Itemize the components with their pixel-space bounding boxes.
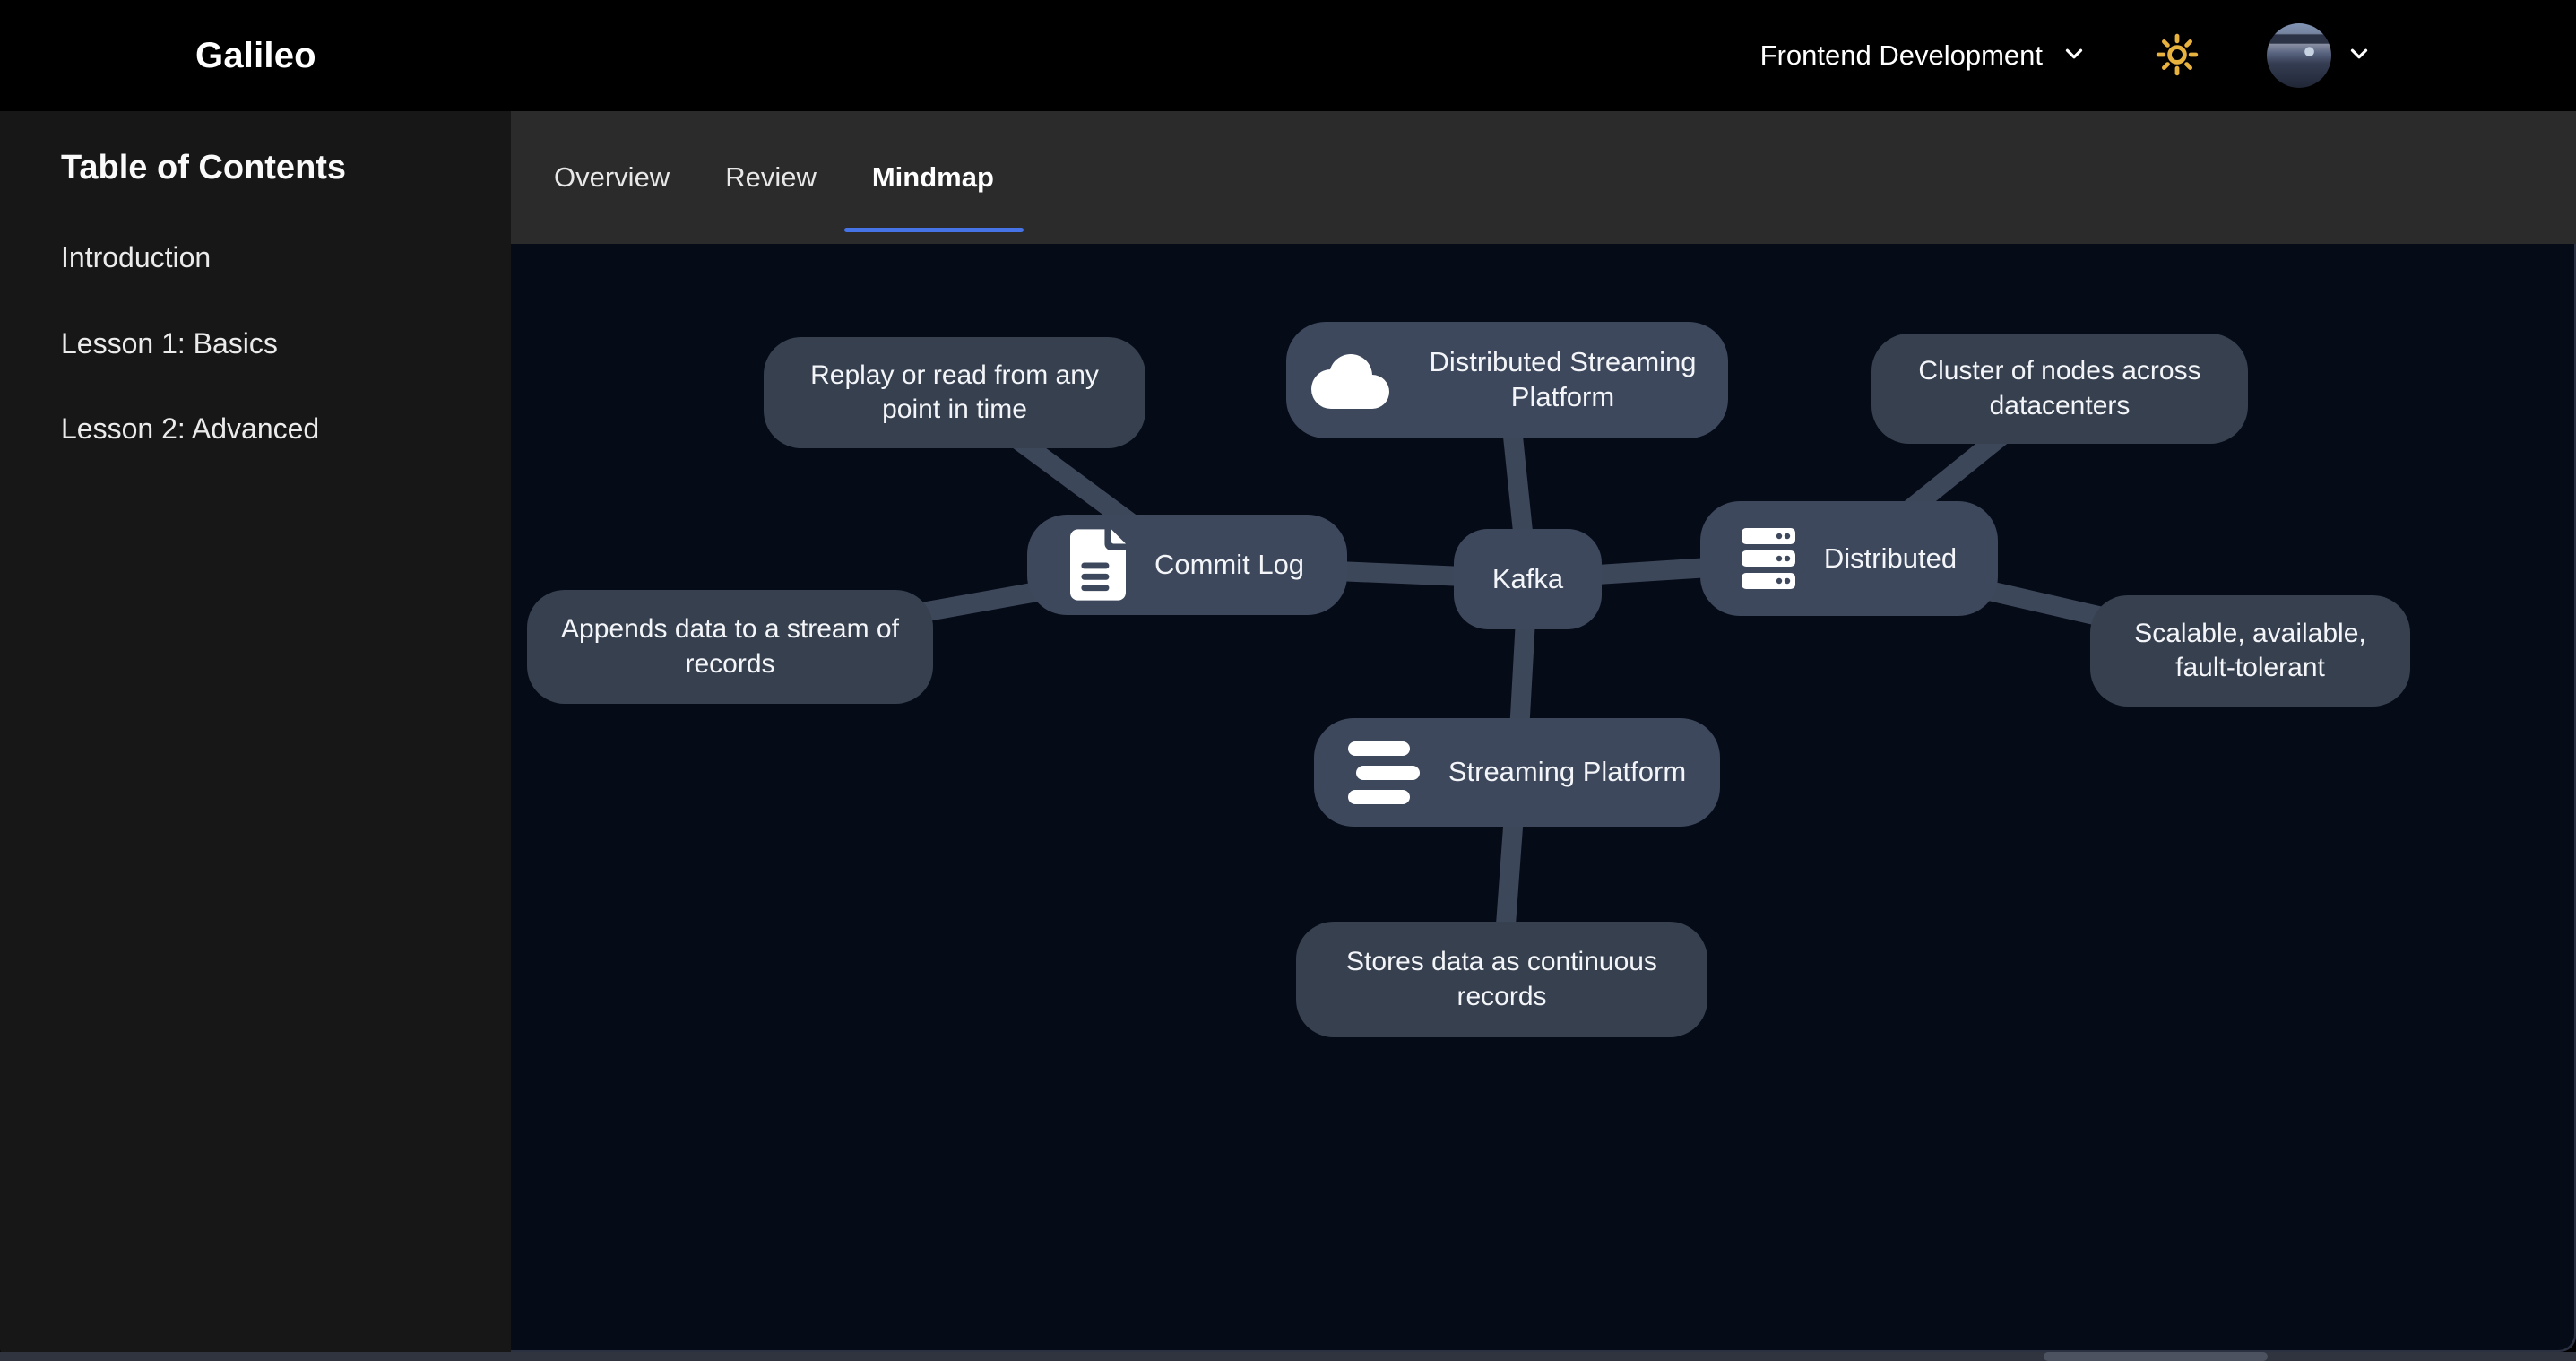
app-logo: Galileo (195, 35, 316, 75)
content-tabbar: Overview Review Mindmap (511, 111, 2576, 244)
mindmap-node-label: Distributed Streaming Platform (1429, 346, 1697, 412)
sidebar-item-introduction[interactable]: Introduction (61, 241, 212, 273)
tab-review[interactable]: Review (725, 161, 817, 193)
mindmap-node-streaming-platform[interactable]: Streaming Platform (1314, 718, 1720, 827)
mindmap-node-label: Kafka (1491, 563, 1564, 594)
stream-lines-icon (1347, 741, 1420, 804)
mindmap-node-label: Appends data to a stream of records (561, 614, 899, 679)
mindmap-node-label: Streaming Platform (1448, 756, 1687, 788)
mindmap-node-cluster[interactable]: Cluster of nodes across datacenters (1871, 334, 2248, 444)
top-header: Galileo Frontend Development (0, 0, 2576, 111)
sidebar-item-lesson-1[interactable]: Lesson 1: Basics (61, 326, 278, 360)
theme-toggle-button[interactable] (2156, 33, 2199, 79)
sidebar-title: Table of Contents (61, 149, 347, 186)
header-right-cluster: Frontend Development (1760, 0, 2373, 111)
mindmap-node-replay[interactable]: Replay or read from any point in time (764, 337, 1145, 448)
chevron-down-icon (2061, 40, 2088, 72)
mindmap-node-stores[interactable]: Stores data as continuous records (1296, 922, 1707, 1037)
table-of-contents-sidebar: Table of Contents Introduction Lesson 1:… (0, 111, 511, 1361)
sun-icon (2156, 33, 2199, 79)
tab-overview[interactable]: Overview (554, 161, 670, 193)
user-menu[interactable] (2267, 23, 2373, 88)
mindmap-node-distributed[interactable]: Distributed (1700, 501, 1998, 616)
mindmap-node-label: Cluster of nodes across datacenters (1918, 356, 2201, 420)
mindmap-node-commit-log[interactable]: Commit Log (1027, 515, 1347, 615)
mindmap-node-appends[interactable]: Appends data to a stream of records (527, 590, 933, 704)
mindmap-node-kafka[interactable]: Kafka (1454, 529, 1602, 629)
cloud-icon (1309, 351, 1391, 409)
horizontal-scrollbar-thumb[interactable] (2044, 1352, 2268, 1361)
tab-mindmap[interactable]: Mindmap (843, 111, 1024, 244)
user-avatar (2267, 23, 2331, 88)
chevron-down-icon (2346, 40, 2373, 72)
horizontal-scrollbar[interactable] (0, 1352, 2576, 1361)
mindmap-node-scalable[interactable]: Scalable, available, fault-tolerant (2090, 595, 2410, 707)
project-selector-dropdown[interactable]: Frontend Development (1760, 39, 2088, 72)
mindmap-node-label: Stores data as continuous records (1346, 947, 1657, 1011)
mindmap-node-label: Commit Log (1154, 548, 1305, 580)
mindmap-node-label: Replay or read from any point in time (810, 360, 1099, 424)
file-text-icon (1069, 529, 1126, 601)
mindmap-panel: Kafka Commit Log Distributed Streaming Pla… (511, 244, 2576, 1352)
mindmap-node-label: Scalable, available, fault-tolerant (2134, 618, 2366, 682)
project-selector-label: Frontend Development (1759, 39, 2043, 71)
mindmap-node-dsp[interactable]: Distributed Streaming Platform (1286, 322, 1728, 438)
server-icon (1741, 528, 1795, 589)
sidebar-item-lesson-2[interactable]: Lesson 2: Advanced (61, 412, 320, 446)
mindmap-node-label: Distributed (1823, 542, 1958, 574)
